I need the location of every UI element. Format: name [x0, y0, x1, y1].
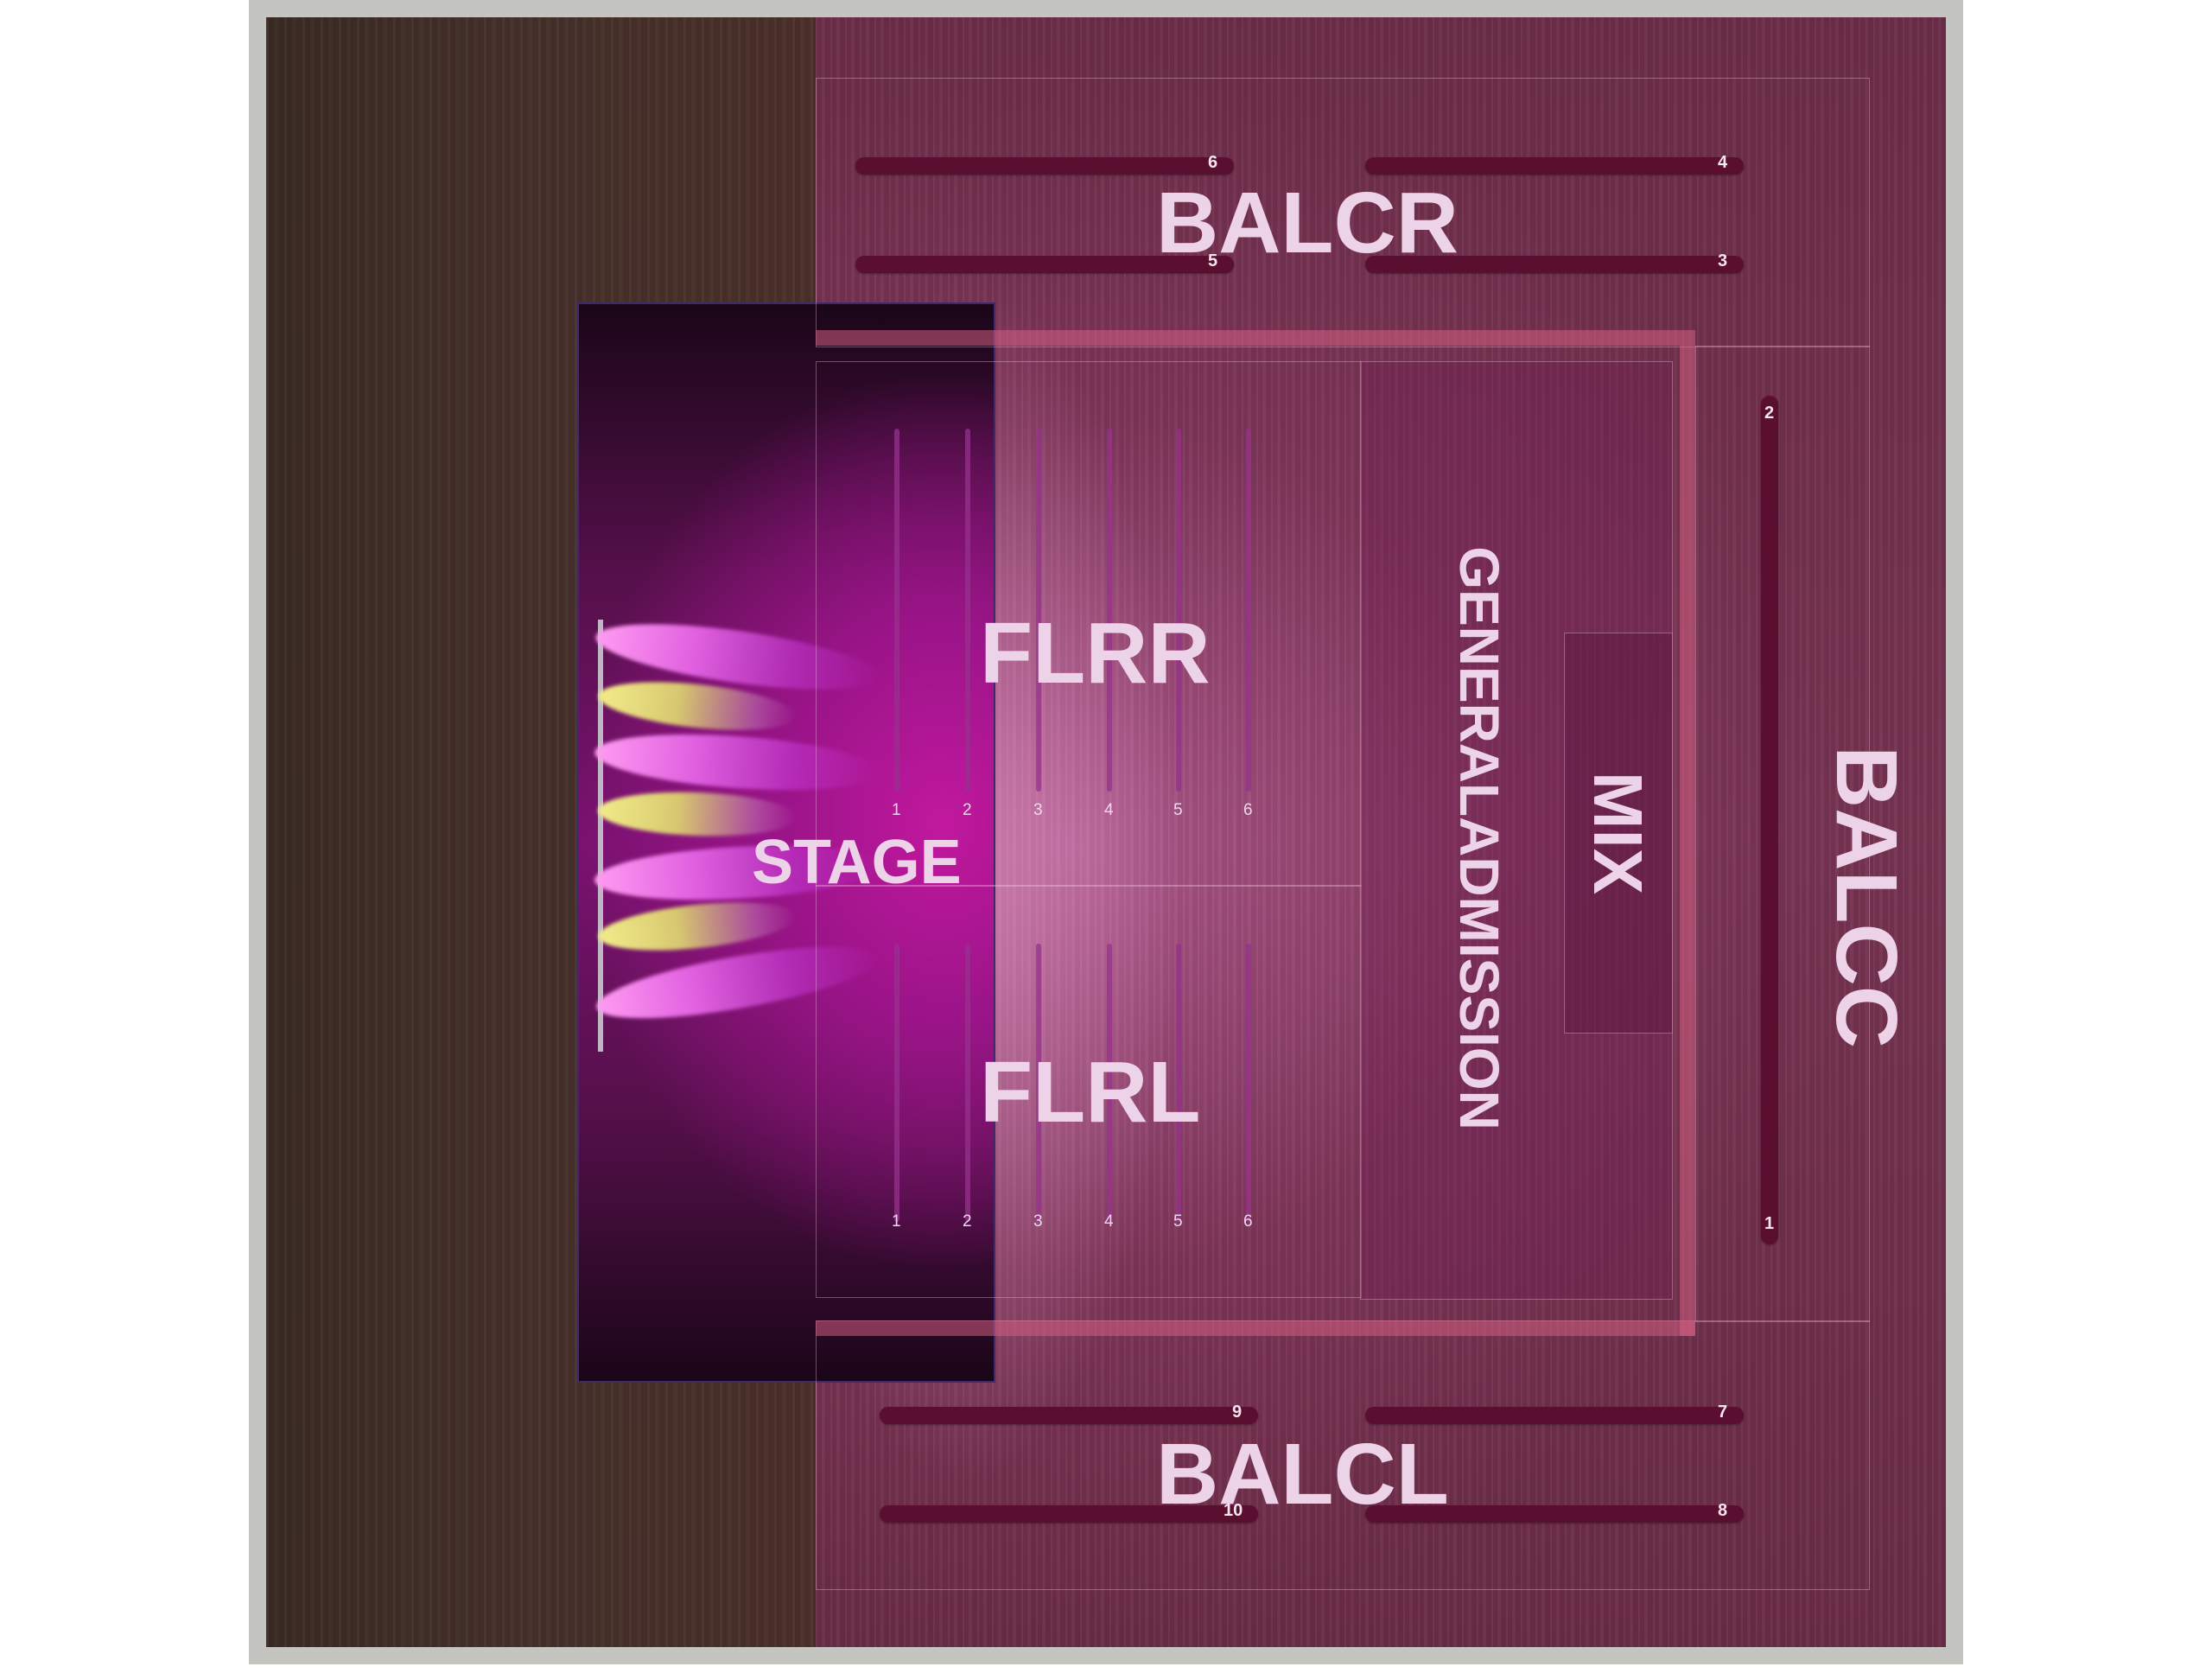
balcl-row-10[interactable]	[880, 1505, 1258, 1523]
flrr-row-line	[894, 429, 899, 792]
row-number: 6	[1243, 1212, 1253, 1231]
spotlight-beam	[596, 894, 798, 958]
flrr-row-line	[1107, 429, 1112, 792]
row-number: 5	[1173, 801, 1183, 819]
section-label-general-admission: GENERALADMISSION	[1448, 546, 1510, 1130]
row-number: 6	[1208, 153, 1218, 172]
mix-label: MIX	[1580, 771, 1656, 895]
venue-map: STAGE 6 4 5 3 BALCR 9 7 10 8 BALCL 2 1 B…	[266, 17, 1946, 1647]
row-number: 3	[1033, 1212, 1043, 1231]
row-number: 7	[1718, 1403, 1728, 1422]
flrr-row-line	[1246, 429, 1251, 792]
section-general-admission[interactable]	[1360, 361, 1673, 1300]
row-number: 1	[892, 801, 901, 819]
row-number: 1	[1764, 1214, 1775, 1233]
section-balcr[interactable]	[816, 78, 1870, 347]
flrr-row-line	[965, 429, 970, 792]
flrl-row-line	[965, 944, 970, 1222]
mix-position[interactable]	[1564, 633, 1673, 1034]
flrr-row-line	[1176, 429, 1181, 792]
section-label-balcr: BALCR	[1156, 175, 1459, 271]
row-number: 4	[1104, 801, 1114, 819]
row-number: 6	[1243, 801, 1253, 819]
balcl-row-8[interactable]	[1365, 1505, 1744, 1523]
section-label-balcc: BALCC	[1818, 746, 1915, 1048]
row-number: 4	[1718, 153, 1728, 172]
section-flrl[interactable]	[816, 885, 1362, 1298]
light-rig	[598, 620, 603, 1052]
row-number: 2	[963, 801, 972, 819]
stage-area[interactable]: STAGE	[577, 302, 995, 1383]
balcr-row-5[interactable]	[855, 256, 1234, 273]
row-number: 1	[892, 1212, 901, 1231]
balcony-rail	[816, 330, 1695, 346]
row-number: 2	[963, 1212, 972, 1231]
balcc-row[interactable]	[1761, 396, 1778, 1244]
venue-frame: STAGE 6 4 5 3 BALCR 9 7 10 8 BALCL 2 1 B…	[249, 0, 1963, 1664]
row-number: 5	[1208, 251, 1218, 270]
row-number: 8	[1718, 1501, 1728, 1520]
row-number: 2	[1764, 404, 1775, 423]
row-number: 9	[1232, 1403, 1243, 1422]
flrl-row-line	[894, 944, 899, 1222]
balcr-row-4[interactable]	[1365, 157, 1744, 175]
balcr-row-6[interactable]	[855, 157, 1234, 175]
row-number: 4	[1104, 1212, 1114, 1231]
audience-floor	[816, 17, 1946, 1647]
flrl-row-line	[1246, 944, 1251, 1222]
flrl-row-line	[1176, 944, 1181, 1222]
balcony-rail	[816, 1320, 1695, 1336]
balcony-rail	[1680, 346, 1695, 1336]
section-label-flrl: FLRL	[980, 1044, 1201, 1141]
row-number: 3	[1718, 251, 1728, 270]
stage-label: STAGE	[752, 828, 962, 897]
row-number: 5	[1173, 1212, 1183, 1231]
balcl-row-7[interactable]	[1365, 1407, 1744, 1424]
flrl-row-line	[1036, 944, 1041, 1222]
flrl-row-line	[1107, 944, 1112, 1222]
row-number: 3	[1033, 801, 1043, 819]
flrr-row-line	[1036, 429, 1041, 792]
balcl-row-9[interactable]	[880, 1407, 1258, 1424]
section-flrr[interactable]	[816, 361, 1362, 887]
section-balcc[interactable]	[1695, 346, 1870, 1322]
row-number: 10	[1224, 1501, 1243, 1520]
balcr-row-3[interactable]	[1365, 256, 1744, 273]
section-label-balcl: BALCL	[1156, 1426, 1449, 1523]
section-label-flrr: FLRR	[980, 605, 1211, 702]
